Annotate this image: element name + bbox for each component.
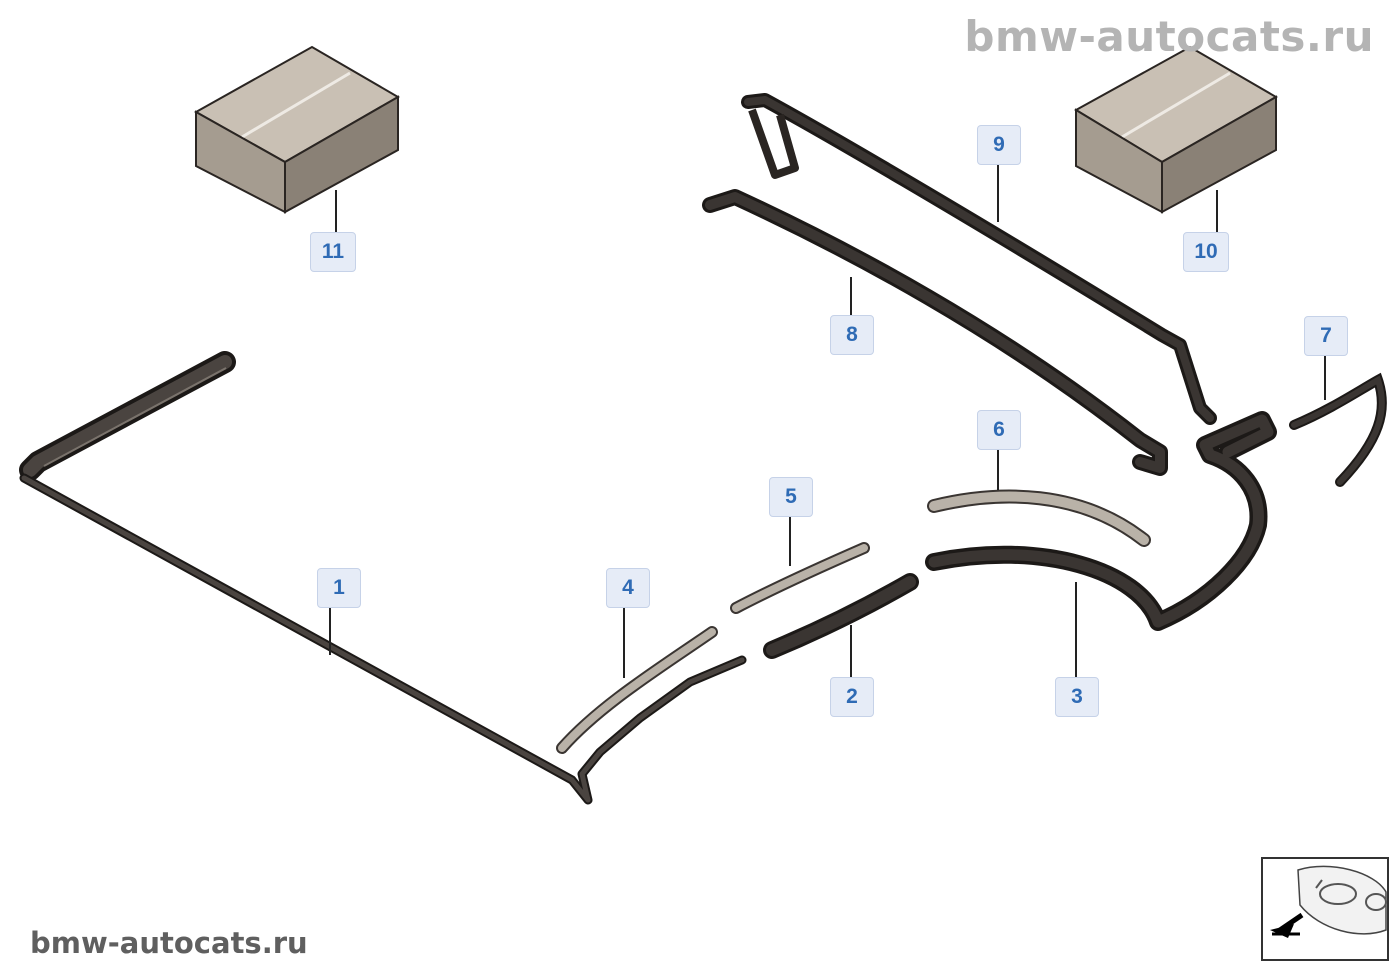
part-4-trim[interactable] (556, 626, 718, 754)
callout-1[interactable]: 1 (317, 568, 361, 608)
callout-5[interactable]: 5 (769, 477, 813, 517)
part-9-seal[interactable] (741, 93, 1217, 425)
car-front-orientation-icon (1261, 857, 1389, 961)
part-5-trim[interactable] (730, 542, 870, 614)
part-11-box[interactable] (193, 45, 400, 214)
callout-9[interactable]: 9 (977, 125, 1021, 165)
callout-4[interactable]: 4 (606, 568, 650, 608)
part-1-seal[interactable] (19, 351, 747, 805)
callout-8[interactable]: 8 (830, 315, 874, 355)
part-7-seal[interactable] (1289, 372, 1387, 487)
part-6-trim[interactable] (927, 489, 1151, 547)
callout-10[interactable]: 10 (1183, 232, 1229, 272)
callout-11[interactable]: 11 (310, 232, 356, 272)
watermark-bottom: bmw-autocats.ru (30, 926, 308, 960)
callout-7[interactable]: 7 (1304, 316, 1348, 356)
part-2-seal[interactable] (763, 573, 919, 659)
part-3-seal[interactable] (925, 411, 1277, 631)
callout-3[interactable]: 3 (1055, 677, 1099, 717)
part-8-seal[interactable] (702, 189, 1168, 476)
part-10-box[interactable] (1074, 45, 1279, 214)
watermark-top: bmw-autocats.ru (964, 12, 1374, 61)
leader-lines (329, 165, 1326, 678)
callout-6[interactable]: 6 (977, 410, 1021, 450)
callout-2[interactable]: 2 (830, 677, 874, 717)
